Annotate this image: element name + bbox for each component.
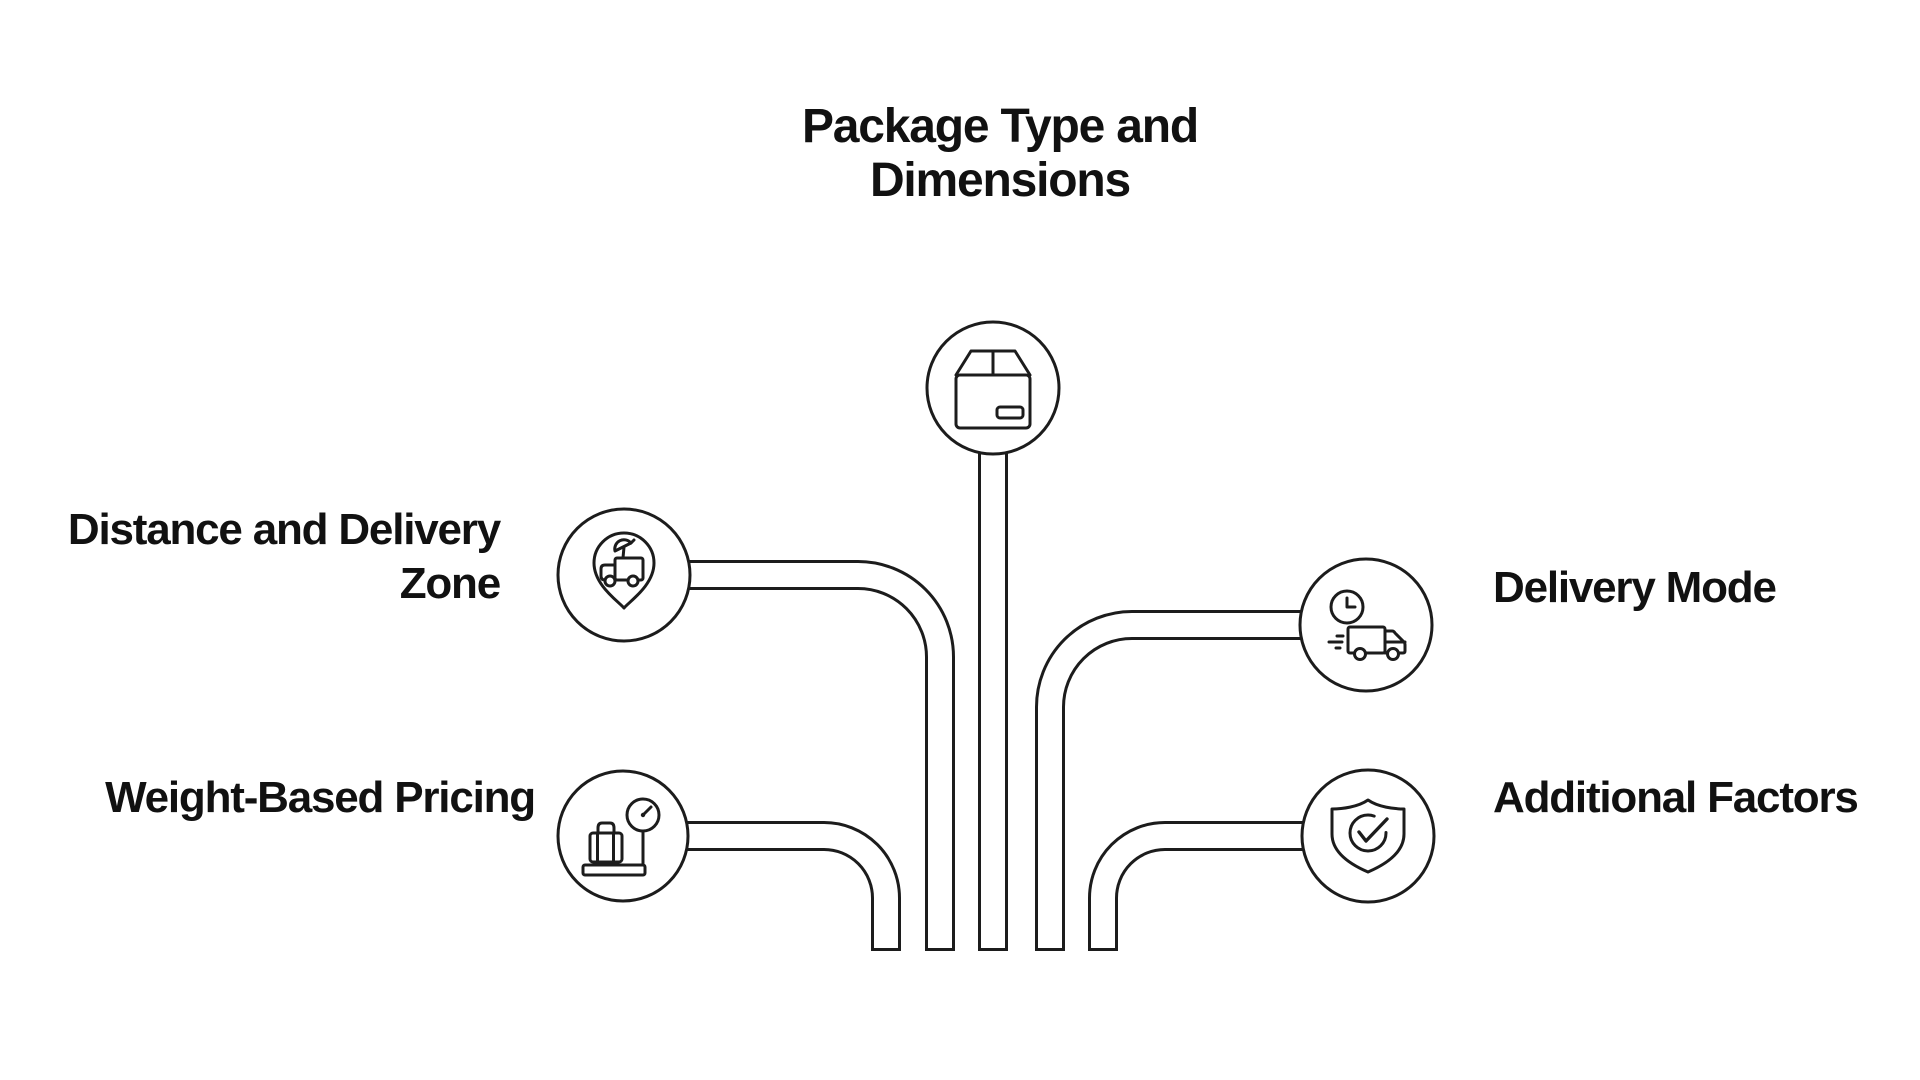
weight-node-circle [556, 769, 690, 903]
connector-tubes [658, 420, 1332, 951]
delivery-mode-node-circle [1298, 557, 1434, 693]
package-box-icon [954, 349, 1032, 430]
label-distance-and-delivery-zone: Distance and Delivery Zone [67, 505, 501, 608]
label-additional-factors: Additional Factors [1493, 773, 1859, 822]
label-weight-based-pricing: Weight-Based Pricing [105, 773, 536, 822]
luggage-scale-icon [581, 797, 661, 877]
center-node-title: Package Type and Dimensions [801, 100, 1199, 207]
distance-node-circle [556, 507, 692, 643]
package-node-circle [925, 320, 1061, 456]
location-pin-truck-icon [592, 531, 656, 610]
label-delivery-mode: Delivery Mode [1493, 563, 1777, 612]
additional-factors-node-circle [1300, 768, 1436, 904]
clock-delivery-truck-icon [1327, 589, 1407, 661]
shield-check-icon [1330, 798, 1406, 874]
